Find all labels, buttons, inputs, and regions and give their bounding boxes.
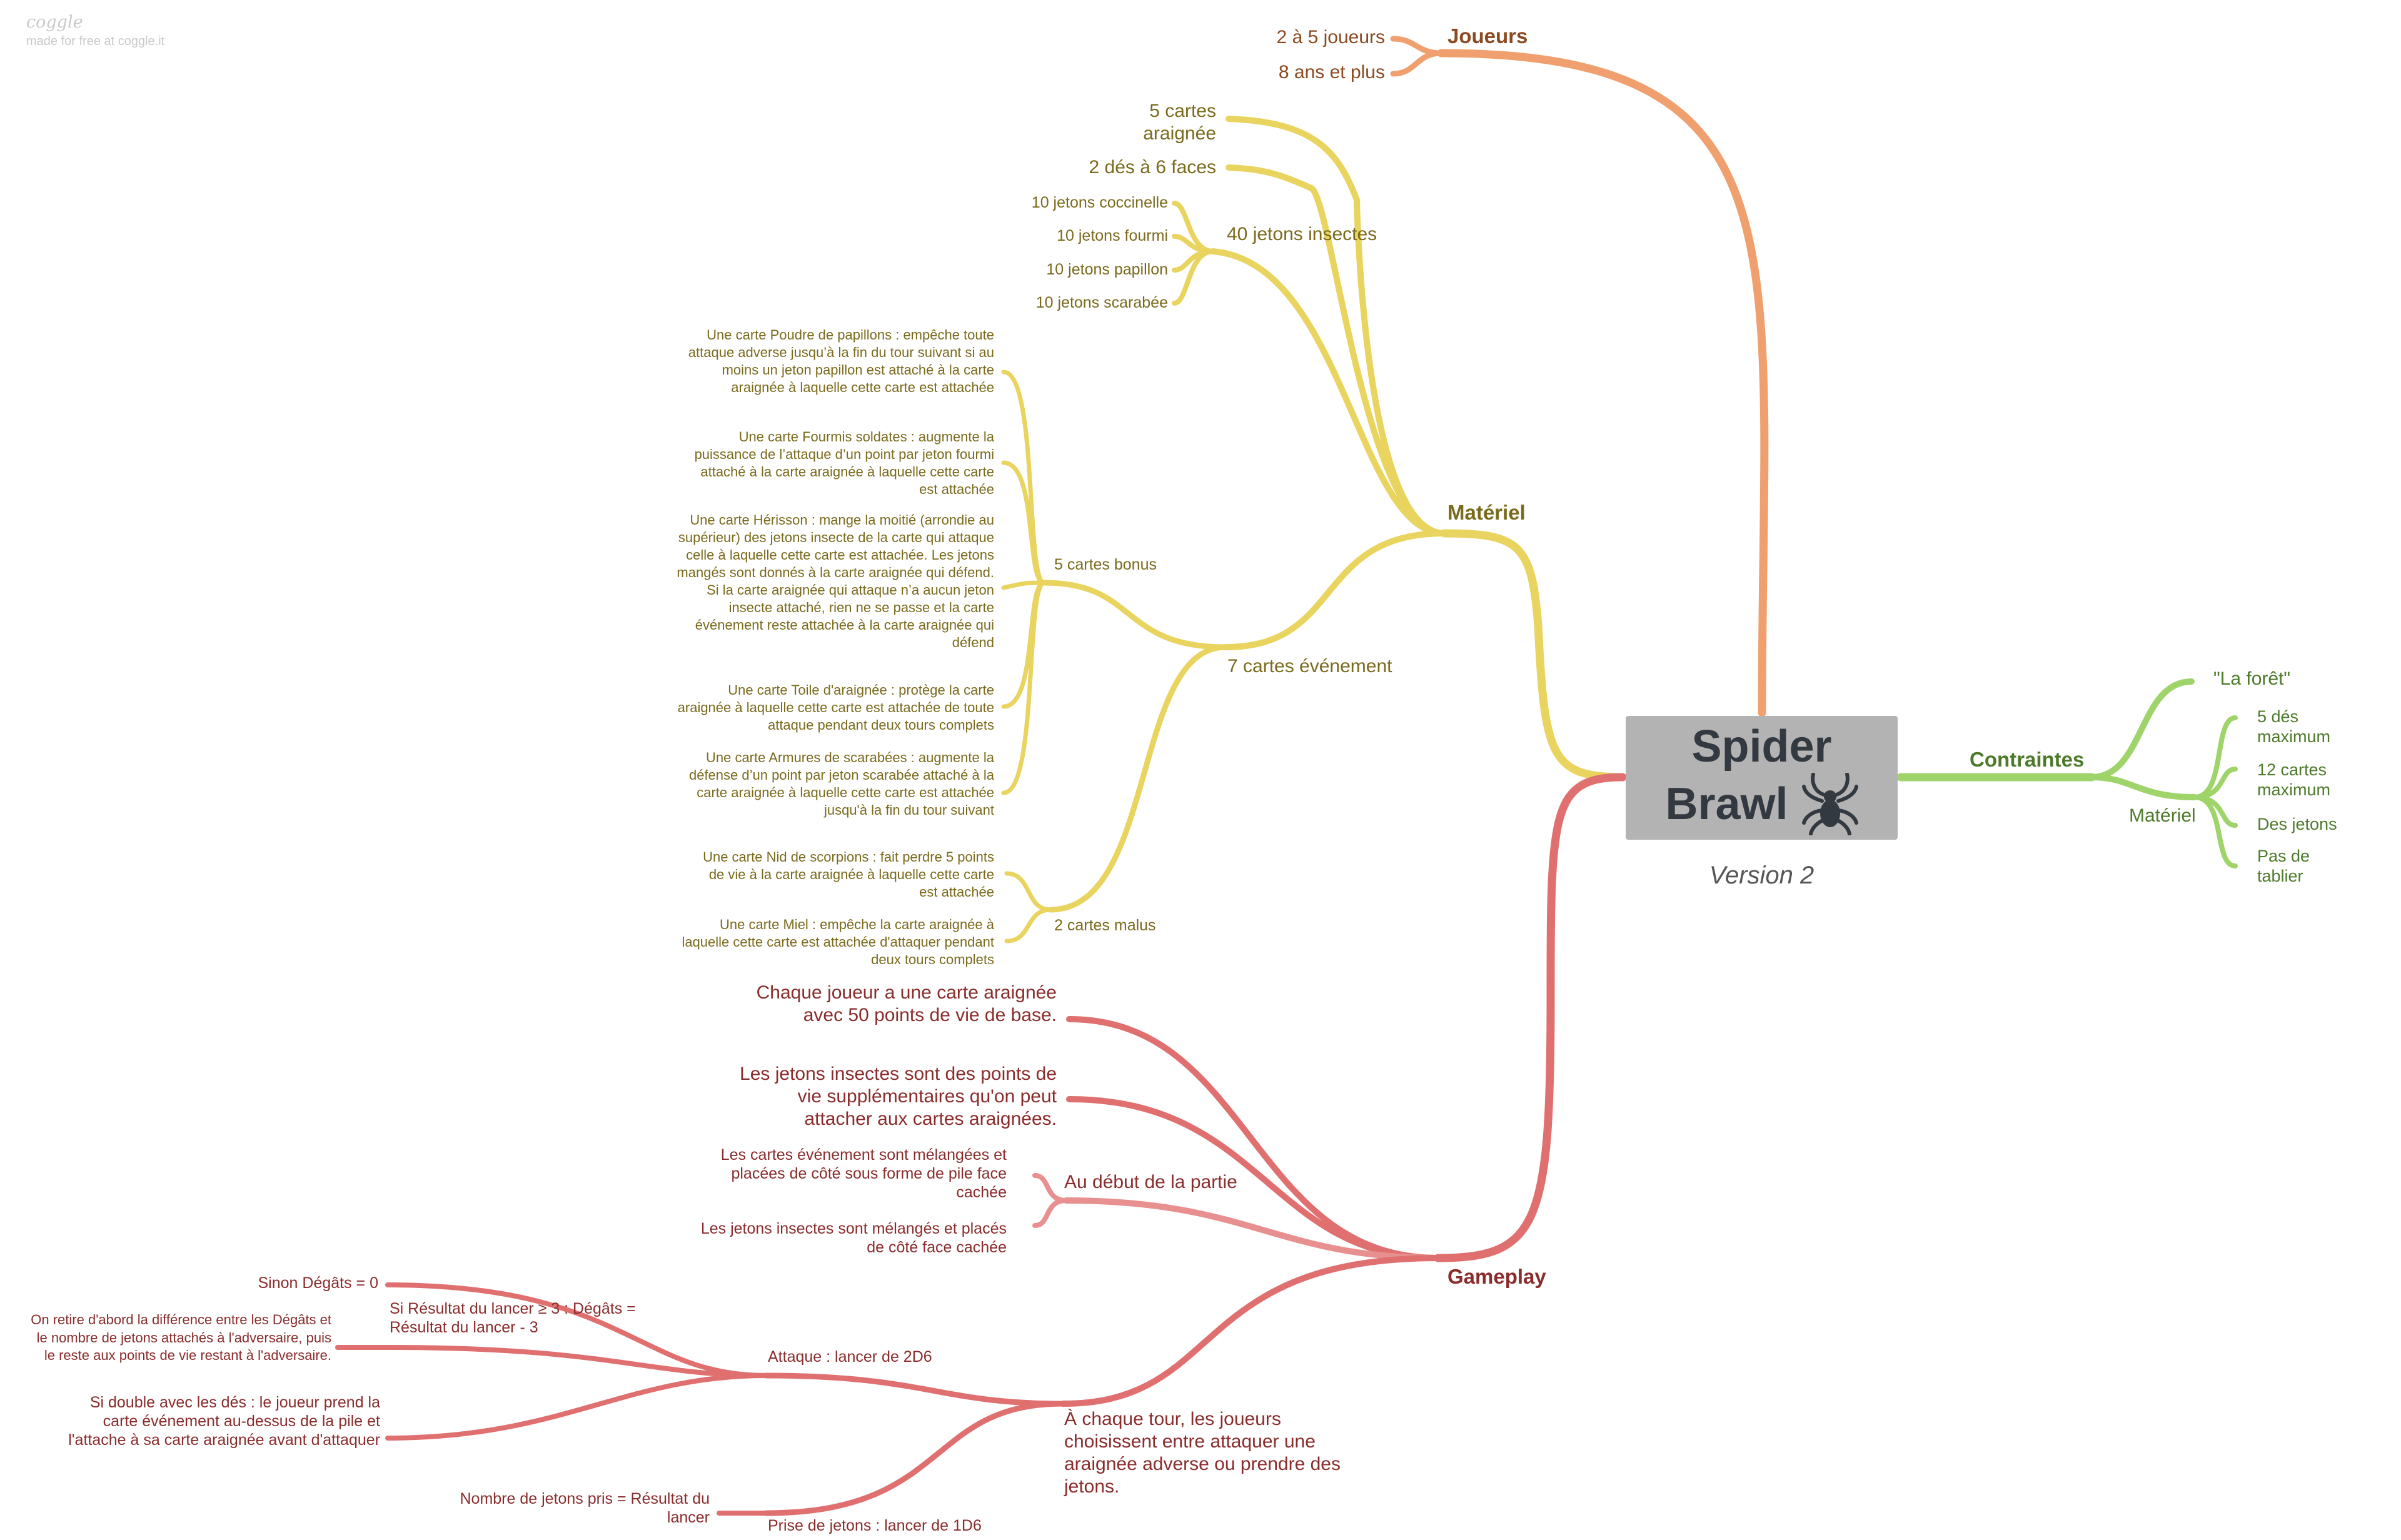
- node-bonus-poudre-papillons[interactable]: Une carte Poudre de papillons : empêche …: [688, 327, 994, 395]
- node-2-des-a-6-faces[interactable]: 2 dés à 6 faces: [1089, 157, 1216, 178]
- coggle-watermark: coggle made for free at coggle.it: [26, 13, 164, 49]
- node-si-double[interactable]: Si double avec les dés : le joueur prend…: [68, 1394, 380, 1449]
- root-title-line2: Brawl: [1665, 778, 1788, 829]
- node-materiel[interactable]: Matériel: [1447, 501, 1526, 524]
- coggle-tagline: made for free at coggle.it: [26, 34, 165, 48]
- root-title-line1: Spider: [1691, 721, 1832, 772]
- node-rule-jetons-insectes[interactable]: Les jetons insectes sont des points de v…: [740, 1064, 1057, 1129]
- node-2-a-5-joueurs[interactable]: 2 à 5 joueurs: [1276, 27, 1385, 48]
- node-debut-cartes-melangees[interactable]: Les cartes événement sont mélangées et p…: [720, 1146, 1007, 1201]
- node-pas-de-tablier[interactable]: Pas de tablier: [2257, 847, 2310, 886]
- node-gameplay[interactable]: Gameplay: [1447, 1265, 1546, 1288]
- node-joueurs[interactable]: Joueurs: [1447, 24, 1528, 48]
- node-si-resultat-lancer[interactable]: Si Résultat du lancer ≥ 3 : Dégâts = Rés…: [390, 1300, 636, 1336]
- root-node[interactable]: Spider Brawl: [1626, 716, 1898, 840]
- branch-joueurs: [1390, 36, 1769, 717]
- node-a-chaque-tour[interactable]: À chaque tour, les joueurs choisissent e…: [1064, 1409, 1341, 1497]
- node-8-ans-et-plus[interactable]: 8 ans et plus: [1278, 62, 1385, 83]
- node-2-cartes-malus[interactable]: 2 cartes malus: [1054, 917, 1156, 934]
- node-attaque-2d6[interactable]: Attaque : lancer de 2D6: [768, 1348, 932, 1366]
- coggle-logo: coggle: [26, 13, 83, 32]
- node-5-cartes-bonus[interactable]: 5 cartes bonus: [1054, 556, 1157, 573]
- node-prise-de-jetons[interactable]: Prise de jetons : lancer de 1D6: [768, 1517, 982, 1534]
- node-jetons-scarabee[interactable]: 10 jetons scarabée: [1035, 294, 1168, 311]
- node-jetons-coccinelle[interactable]: 10 jetons coccinelle: [1031, 194, 1168, 211]
- node-malus-miel[interactable]: Une carte Miel : empêche la carte araign…: [682, 917, 994, 967]
- spider-icon: [1801, 773, 1858, 836]
- node-jetons-papillon[interactable]: 10 jetons papillon: [1046, 261, 1168, 278]
- root-subtitle: Version 2: [1709, 862, 1815, 889]
- node-debut-jetons-melanges[interactable]: Les jetons insectes sont mélangés et pla…: [700, 1220, 1007, 1256]
- node-sinon-degats[interactable]: Sinon Dégâts = 0: [258, 1274, 379, 1292]
- branch-materiel: [1001, 116, 1627, 944]
- node-40-jetons-insectes[interactable]: 40 jetons insectes: [1227, 224, 1377, 244]
- branch-contraintes: [1896, 678, 2238, 868]
- node-5-des-maximum[interactable]: 5 dés maximum: [2257, 707, 2331, 747]
- node-des-jetons[interactable]: Des jetons: [2257, 815, 2337, 833]
- node-bonus-toile-araignee[interactable]: Une carte Toile d'araignée : protège la …: [677, 682, 994, 733]
- node-bonus-armures-scarabees[interactable]: Une carte Armures de scarabées : augment…: [688, 750, 994, 818]
- node-bonus-herisson[interactable]: Une carte Hérisson : mange la moitié (ar…: [677, 512, 994, 650]
- node-7-cartes-evenement[interactable]: 7 cartes événement: [1227, 656, 1392, 677]
- node-retrait-degats[interactable]: On retire d'abord la différence entre le…: [31, 1312, 331, 1364]
- node-bonus-fourmis-soldates[interactable]: Une carte Fourmis soldates : augmente la…: [694, 429, 994, 497]
- node-au-debut-de-la-partie[interactable]: Au début de la partie: [1064, 1172, 1237, 1192]
- node-la-foret[interactable]: "La forêt": [2213, 668, 2291, 689]
- node-malus-nid-scorpions[interactable]: Une carte Nid de scorpions : fait perdre…: [703, 849, 994, 900]
- branch-gameplay: [335, 773, 1627, 1516]
- node-rule-points-de-vie[interactable]: Chaque joueur a une carte araignée avec …: [756, 982, 1057, 1025]
- node-nombre-jetons-pris[interactable]: Nombre de jetons pris = Résultat du lanc…: [460, 1490, 710, 1526]
- node-5-cartes-araignee[interactable]: 5 cartes araignée: [1143, 101, 1216, 144]
- node-contraintes-materiel[interactable]: Matériel: [2129, 805, 2196, 826]
- node-12-cartes-maximum[interactable]: 12 cartes maximum: [2257, 760, 2331, 800]
- node-contraintes[interactable]: Contraintes: [1970, 748, 2085, 771]
- node-jetons-fourmi[interactable]: 10 jetons fourmi: [1057, 227, 1168, 244]
